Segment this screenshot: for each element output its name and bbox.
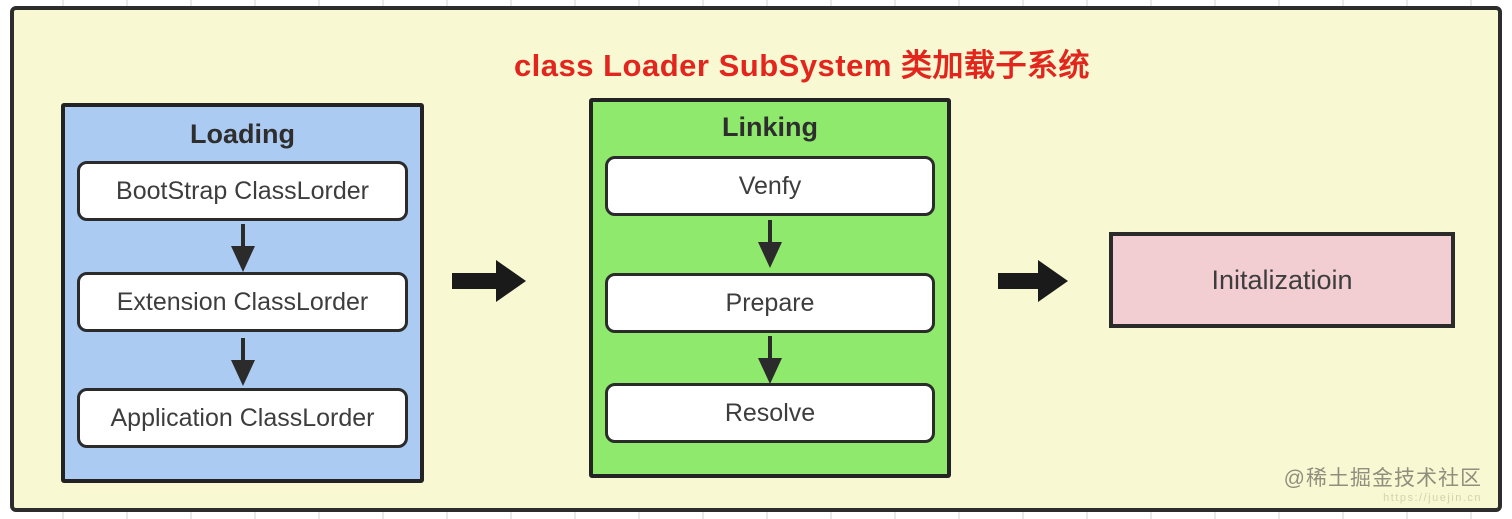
step-application-classloader: Application ClassLorder xyxy=(77,388,408,448)
stage-linking-header: Linking xyxy=(722,112,818,142)
stage-loading: Loading BootStrap ClassLorder Extension … xyxy=(61,103,424,483)
stage-linking: Linking Venfy Prepare Resolve xyxy=(589,98,951,478)
outer-frame: class Loader SubSystem 类加载子系统 Loading Bo… xyxy=(10,6,1502,512)
step-resolve: Resolve xyxy=(605,383,935,443)
right-arrow-icon xyxy=(452,258,526,304)
step-verify: Venfy xyxy=(605,156,935,216)
down-arrow-icon xyxy=(756,336,784,384)
down-arrow-icon xyxy=(229,338,257,386)
step-prepare: Prepare xyxy=(605,273,935,333)
diagram-title: class Loader SubSystem 类加载子系统 xyxy=(513,48,1091,83)
watermark-text: @稀土掘金技术社区 xyxy=(1283,467,1482,490)
stage-initialization: Initalizatioin xyxy=(1109,232,1455,328)
stage-loading-header: Loading xyxy=(190,119,295,149)
down-arrow-icon xyxy=(756,220,784,268)
watermark-url: https://juejin.cn xyxy=(1383,492,1482,504)
step-bootstrap-classloader: BootStrap ClassLorder xyxy=(77,161,408,221)
down-arrow-icon xyxy=(229,224,257,272)
right-arrow-icon xyxy=(998,258,1068,304)
step-extension-classloader: Extension ClassLorder xyxy=(77,272,408,332)
watermark: @稀土掘金技术社区 https://juejin.cn xyxy=(1284,462,1482,504)
